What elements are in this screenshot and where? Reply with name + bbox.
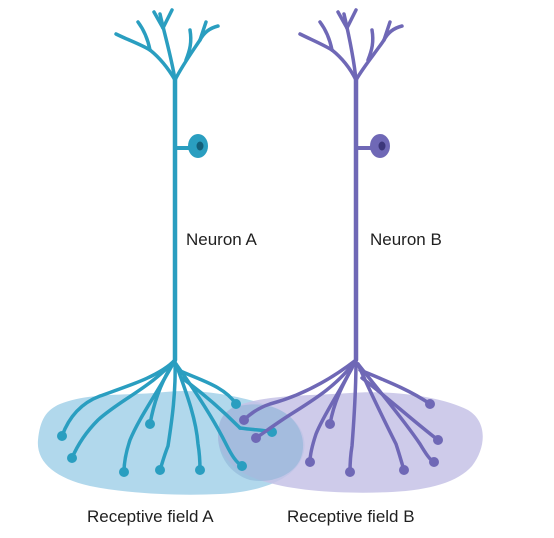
neuron-b [242,8,440,474]
neuron-a-terminals [57,399,277,477]
neuron-b-nucleus [378,141,386,151]
neuron-b-basal-branches [242,358,440,474]
neuron-a-label: Neuron A [186,230,257,249]
neuron-b-terminals [239,399,443,477]
neuron-b-apical-dendrites [298,8,404,82]
receptive-field-b-label: Receptive field B [287,507,415,526]
neuron-a-nucleus [196,141,204,151]
neuron-b-label: Neuron B [370,230,442,249]
neuron-a [60,8,274,474]
receptive-field-a-label: Receptive field A [87,507,214,526]
neuron-a-apical-dendrites [114,8,220,82]
neuron-a-basal-branches [60,358,274,474]
